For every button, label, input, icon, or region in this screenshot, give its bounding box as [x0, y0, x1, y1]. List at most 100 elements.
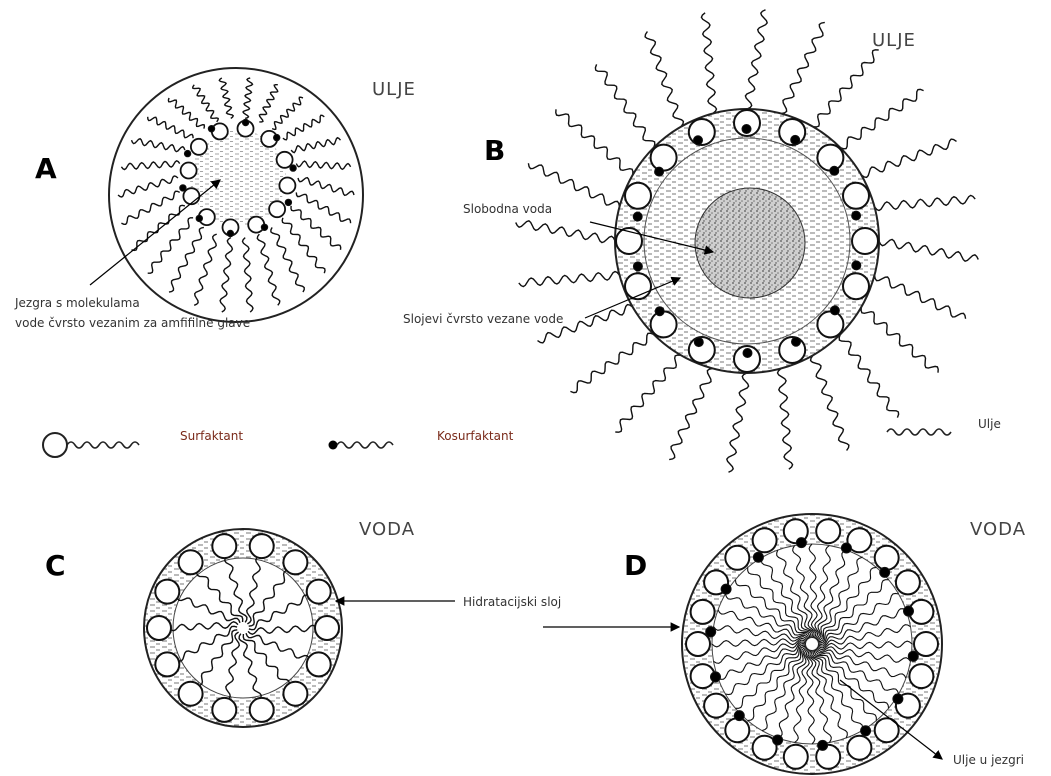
surfactant-head [248, 217, 264, 233]
oil-tail [839, 334, 898, 417]
panel-a: A ULJE Jezgra s molekulama vode čvrsto v… [14, 68, 416, 330]
panel-b-bound-layers-label: Slojevi čvrsto vezane vode [403, 312, 563, 326]
surfactant-head [283, 682, 307, 706]
surfactant-head [651, 145, 677, 171]
surfactant-head [183, 188, 199, 204]
cosurfactant-head [633, 262, 642, 271]
legend-surfactant-label: Surfaktant [180, 429, 243, 443]
oil-tail [875, 195, 976, 210]
oil-tail [519, 272, 620, 287]
cosurfactant-head [196, 215, 202, 221]
oil-tail [861, 307, 938, 373]
oil-tail [778, 369, 793, 470]
cosurfactant-head [242, 119, 248, 125]
panel-b-letter: B [484, 134, 505, 167]
cosurfactant-head [694, 136, 703, 145]
surfactant-head [212, 698, 236, 722]
cosurfactant-head [742, 125, 751, 134]
oil-tail [615, 355, 681, 432]
surfactant-head [875, 546, 899, 570]
surfactant-head [843, 273, 869, 299]
legend-cosurfactant-label: Kosurfaktant [437, 429, 514, 443]
surfactant-head [651, 311, 677, 337]
surfactant-head [283, 550, 307, 574]
oil-tail [727, 373, 749, 472]
cosurfactant-head [880, 567, 890, 577]
surfactant-head [279, 178, 295, 194]
legend-surfactant-tail-icon [67, 442, 139, 448]
surfactant-head [784, 745, 808, 769]
cosurfactant-head [818, 740, 828, 750]
panel-b-free-water-label: Slobodna voda [463, 202, 552, 216]
surfactant-head [847, 736, 871, 760]
panel-c-hydration-label: Hidratacijski sloj [463, 595, 561, 609]
cosurfactant-head [208, 126, 214, 132]
panel-b-medium-label: ULJE [872, 30, 916, 51]
panel-b: B ULJE Slobodna voda Slojevi čvrsto veza… [403, 10, 978, 473]
legend-surfactant-head-icon [43, 433, 67, 457]
oil-tail [813, 50, 879, 127]
oil-tail [781, 22, 825, 113]
surfactant-head [181, 163, 197, 179]
cosurfactant-head [852, 211, 861, 220]
surfactant-head [212, 534, 236, 558]
cosurfactant-head [893, 694, 903, 704]
cosurfactant-head [792, 337, 801, 346]
cosurfactant-head [796, 538, 806, 548]
panel-a-core-label-1: Jezgra s molekulama [14, 296, 140, 310]
surfactant-head [725, 546, 749, 570]
oil-tail [875, 275, 966, 319]
cosurfactant-head [908, 651, 918, 661]
oil-tail [879, 239, 978, 261]
oil-tail [570, 333, 653, 392]
cosurfactant-head [227, 230, 233, 236]
cosurfactant-head [290, 165, 296, 171]
oil-tail [745, 10, 767, 109]
cosurfactant-head [655, 307, 664, 316]
surfactant-head [147, 616, 171, 640]
surfactant-head [909, 664, 933, 688]
surfactant-head [212, 123, 228, 139]
surfactant-head [191, 139, 207, 155]
surfactant-head [269, 201, 285, 217]
cosurfactant-head [791, 135, 800, 144]
surfactant-head [691, 600, 715, 624]
panel-c-letter: C [45, 549, 66, 582]
panel-c-medium-label: VODA [359, 519, 415, 540]
legend-oil-label: Ulje [978, 417, 1001, 431]
panel-b-free-water-core [695, 188, 805, 298]
surfactant-head [875, 718, 899, 742]
cosurfactant-head [285, 199, 291, 205]
cosurfactant-head [743, 349, 752, 358]
cosurfactant-head [184, 150, 190, 156]
surfactant-head [753, 528, 777, 552]
cosurfactant-head [180, 185, 186, 191]
panel-a-core-label-2: vode čvrsto vezanim za amfifilne glave [15, 316, 250, 330]
surfactant-head [725, 718, 749, 742]
legend-oil-icon [887, 429, 951, 435]
surfactant-head [816, 519, 840, 543]
surfactant-head [250, 534, 274, 558]
cosurfactant-head [721, 584, 731, 594]
panel-d: D VODA Ulje u jezgri [543, 514, 1026, 774]
oil-tail [528, 163, 619, 207]
cosurfactant-head [841, 543, 851, 553]
cosurfactant-head [852, 261, 861, 270]
cosurfactant-head [711, 672, 721, 682]
surfactant-head [315, 616, 339, 640]
oil-tail [701, 13, 716, 114]
surfactant-head [852, 228, 878, 254]
oil-tail [595, 64, 654, 147]
surfactant-head [896, 570, 920, 594]
cosurfactant-head [694, 338, 703, 347]
cosurfactant-head [830, 306, 839, 315]
cosurfactant-head [861, 726, 871, 736]
surfactant-head [277, 152, 293, 168]
legend-cosurfactant-head-icon [329, 441, 338, 450]
oil-tail [669, 369, 713, 460]
surfactant-head [307, 580, 331, 604]
oil-tail [840, 89, 923, 148]
surfactant-head [817, 311, 843, 337]
surfactant-head [179, 682, 203, 706]
